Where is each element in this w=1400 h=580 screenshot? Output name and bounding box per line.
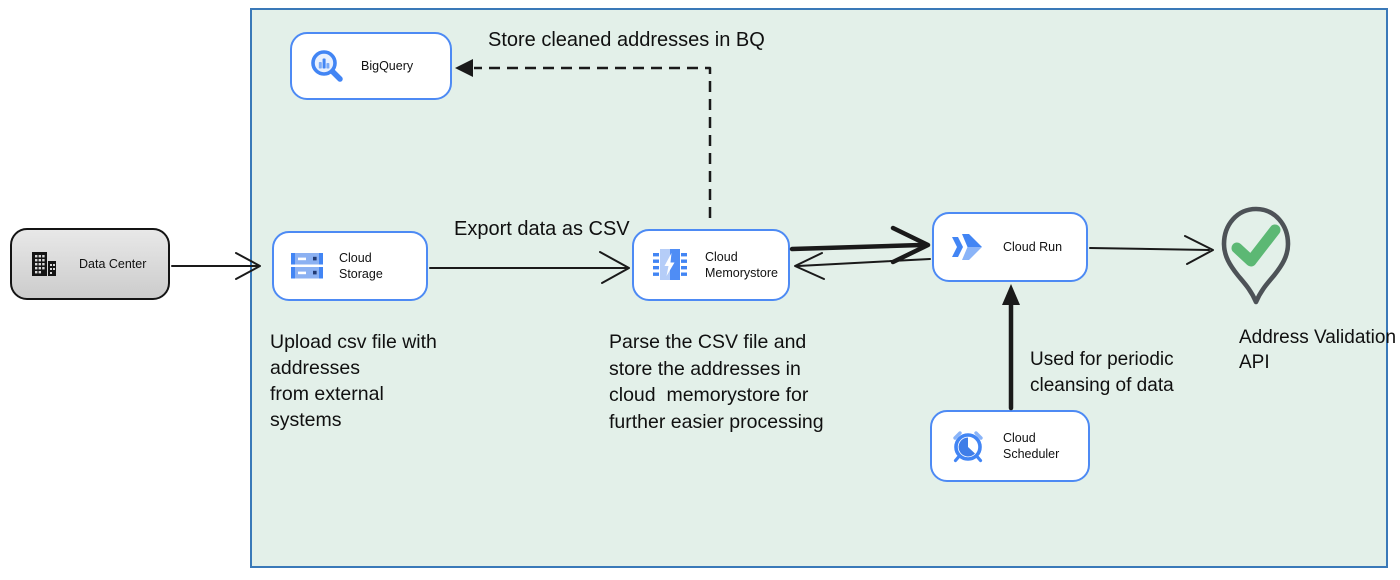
building-icon <box>29 249 59 279</box>
parse-csv-note: Parse the CSV file and store the address… <box>609 331 824 433</box>
arrow-datacenter-to-storage <box>171 252 261 280</box>
cloud-storage-node[interactable]: Cloud Storage <box>272 231 428 301</box>
cloud-run-icon <box>951 232 987 262</box>
bigquery-magnifier-icon <box>309 48 345 84</box>
cloud-run-node[interactable]: Cloud Run <box>932 212 1088 282</box>
store-bq-annotation: Store cleaned addresses in BQ <box>488 29 765 51</box>
node-label: Cloud Scheduler <box>1003 430 1060 461</box>
periodic-cleansing-note: Used for periodic cleansing of data <box>1030 349 1174 396</box>
node-label: Data Center <box>79 256 147 271</box>
address-validation-api-label: Address Validation API <box>1239 327 1397 373</box>
upload-csv-note: Upload csv file with addresses from exte… <box>270 331 437 431</box>
cloud-scheduler-node[interactable]: Cloud Scheduler <box>930 410 1090 482</box>
memorystore-chip-icon <box>651 247 689 283</box>
node-label: BigQuery <box>361 58 414 73</box>
scheduler-alarm-clock-icon <box>949 428 987 464</box>
bigquery-node[interactable]: BigQuery <box>290 32 452 100</box>
data-center-node[interactable]: Data Center <box>10 228 170 300</box>
address-validation-api-node[interactable] <box>1218 205 1294 315</box>
node-label: Cloud Storage <box>339 250 383 281</box>
node-label: Cloud Run <box>1003 239 1063 254</box>
node-label: Cloud Memorystore <box>705 249 778 280</box>
cloud-storage-icon <box>291 252 323 280</box>
export-csv-annotation: Export data as CSV <box>454 218 630 240</box>
location-pin-check-icon <box>1218 205 1294 315</box>
gcp-boundary-container <box>250 8 1388 568</box>
cloud-memorystore-node[interactable]: Cloud Memorystore <box>632 229 790 301</box>
